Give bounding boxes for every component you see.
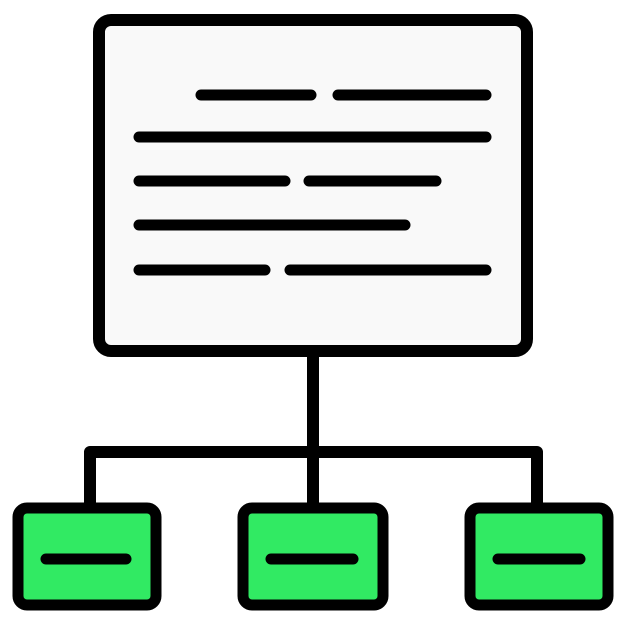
branch-connector [84,446,543,512]
child-node-left [12,502,162,611]
connector-lines [84,346,543,514]
document-text-lines [133,89,492,276]
child-node-center [237,502,389,611]
child-node-right [464,502,614,611]
parent-document [93,14,533,357]
